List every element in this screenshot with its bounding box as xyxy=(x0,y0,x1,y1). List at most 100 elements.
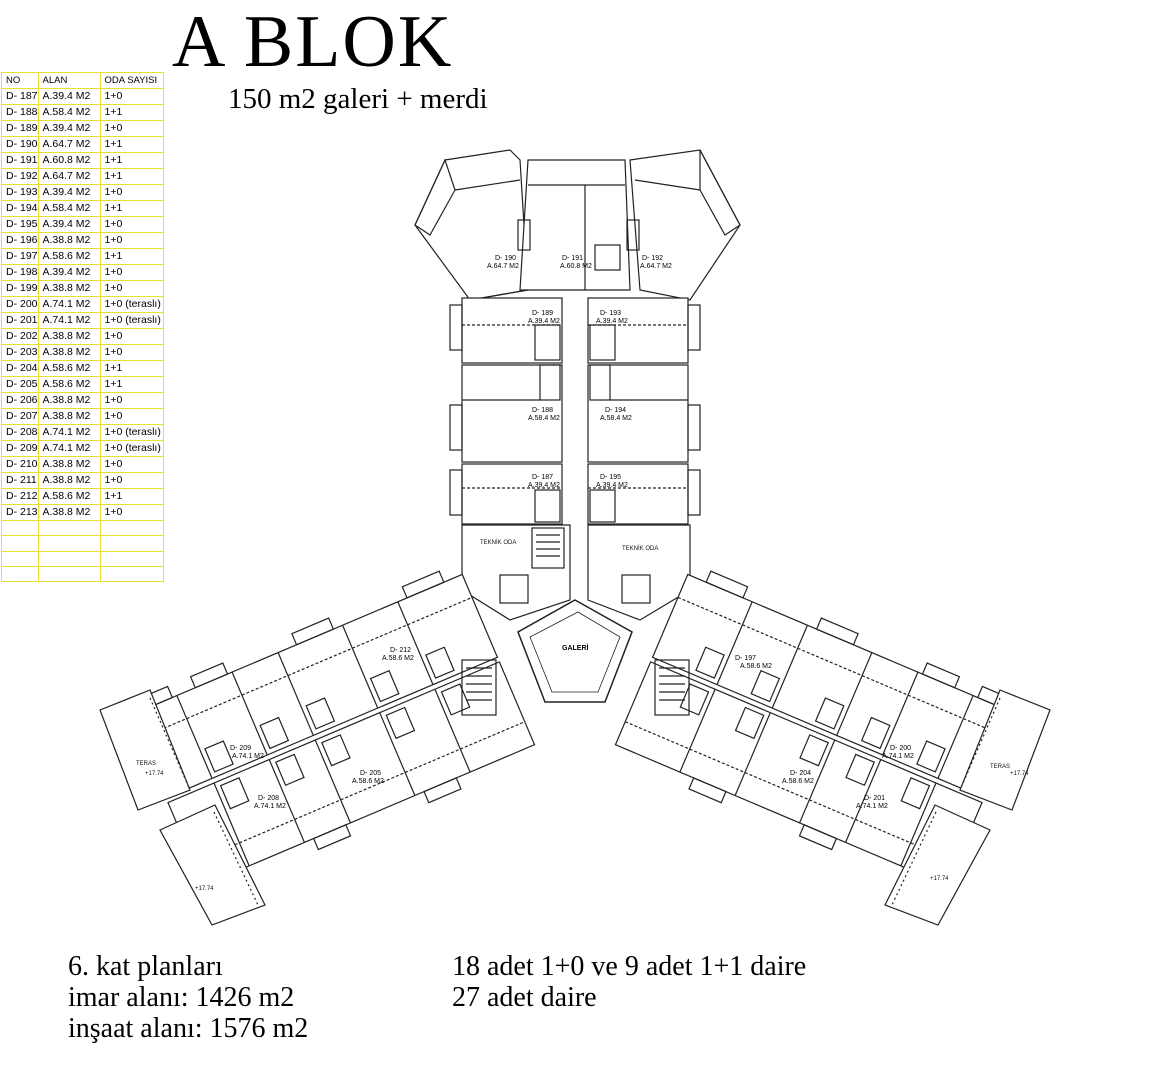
unit-area-cell: A.39.4 M2 xyxy=(37,264,101,281)
unit-d205: D- 205 xyxy=(360,770,381,777)
column-header: ALAN xyxy=(37,72,101,89)
unit-no-cell: D- 208 xyxy=(1,424,39,441)
north-central-units xyxy=(449,297,701,525)
unit-d204-area: A.58.6 M2 xyxy=(782,778,814,785)
unit-d197: D- 197 xyxy=(735,655,756,662)
table-row xyxy=(1,519,164,537)
unit-area-cell: A.58.4 M2 xyxy=(37,104,101,121)
unit-area-cell: A.38.8 M2 xyxy=(37,232,101,249)
unit-area-cell: A.38.8 M2 xyxy=(37,408,101,425)
teknik-oda-right-label: TEKNİK ODA xyxy=(622,545,658,552)
room-count-cell: 1+0 xyxy=(99,392,164,409)
teknik-oda-left-label: TEKNİK ODA xyxy=(480,539,516,546)
room-count-cell: 1+0 (teraslı) xyxy=(99,296,164,313)
unit-area-cell: A.60.8 M2 xyxy=(37,152,101,169)
galeri-label: GALERİ xyxy=(562,644,589,652)
footer-left: 6. kat planları imar alanı: 1426 m2 inşa… xyxy=(68,951,308,1044)
unit-d212-area: A.58.6 M2 xyxy=(382,655,414,662)
level-label-3: +17.74 xyxy=(1010,771,1029,777)
unit-d204: D- 204 xyxy=(790,770,811,777)
east-wing xyxy=(614,570,1020,894)
unit-no-cell xyxy=(1,550,39,567)
unit-area-cell: A.74.1 M2 xyxy=(37,312,101,329)
unit-area-cell: A.74.1 M2 xyxy=(37,440,101,457)
unit-area-cell: A.38.8 M2 xyxy=(37,328,101,345)
room-count-cell xyxy=(99,519,164,537)
core xyxy=(461,524,691,703)
unit-no-cell xyxy=(1,565,39,583)
unit-no-cell xyxy=(1,535,39,552)
unit-d205-area: A.58.6 M2 xyxy=(352,778,384,785)
unit-d188-area: A.58.4 M2 xyxy=(528,415,560,422)
room-count-cell xyxy=(99,550,164,567)
unit-area-cell: A.38.8 M2 xyxy=(37,472,101,489)
unit-area-cell: A.38.8 M2 xyxy=(37,504,101,521)
unit-d194: D- 194 xyxy=(605,407,626,414)
zoning-area-label: imar alanı: 1426 m2 xyxy=(68,982,295,1013)
room-count-cell: 1+0 (teraslı) xyxy=(99,424,164,441)
room-count-cell: 1+0 xyxy=(99,264,164,281)
block-title: A BLOK xyxy=(172,1,454,83)
unit-count-total: 27 adet daire xyxy=(452,982,597,1013)
unit-no-cell: D- 204 xyxy=(1,360,39,377)
unit-area-cell: A.39.4 M2 xyxy=(37,120,101,137)
level-label-1: +17.74 xyxy=(145,771,164,777)
unit-d200: D- 200 xyxy=(890,745,911,752)
unit-no-cell: D- 207 xyxy=(1,408,39,425)
unit-area-cell: A.58.6 M2 xyxy=(37,248,101,265)
unit-no-cell: D- 198 xyxy=(1,264,39,281)
unit-area-cell: A.58.4 M2 xyxy=(37,200,101,217)
room-count-cell: 1+0 xyxy=(99,344,164,361)
teras-right-label: TERAS xyxy=(990,764,1010,770)
unit-area-cell xyxy=(37,565,101,583)
construction-area-label: inşaat alanı: 1576 m2 xyxy=(68,1013,309,1044)
room-count-cell: 1+0 xyxy=(99,328,164,345)
room-count-cell: 1+0 xyxy=(99,120,164,137)
room-count-cell: 1+1 xyxy=(99,104,164,121)
room-count-cell: 1+0 xyxy=(99,472,164,489)
unit-area-cell: A.64.7 M2 xyxy=(37,168,101,185)
unit-d191-area: A.60.8 M2 xyxy=(560,263,592,270)
unit-no-cell: D- 194 xyxy=(1,200,39,217)
unit-no-cell: D- 202 xyxy=(1,328,39,345)
table-row xyxy=(1,535,164,552)
room-count-cell: 1+0 xyxy=(99,456,164,473)
unit-count-breakdown: 18 adet 1+0 ve 9 adet 1+1 daire xyxy=(452,951,807,982)
unit-no-cell: D- 203 xyxy=(1,344,39,361)
unit-no-cell: D- 211 xyxy=(1,472,39,489)
unit-no-cell: D- 188 xyxy=(1,104,39,121)
unit-d212: D- 212 xyxy=(390,647,411,654)
unit-d193-area: A.39.4 M2 xyxy=(596,318,628,325)
unit-area-cell: A.38.8 M2 xyxy=(37,344,101,361)
room-count-cell: 1+1 xyxy=(99,168,164,185)
unit-d190-area: A.64.7 M2 xyxy=(487,263,519,270)
floor-plan-label: 6. kat planları xyxy=(68,951,223,982)
room-count-cell: 1+0 xyxy=(99,408,164,425)
unit-area-cell: A.38.8 M2 xyxy=(37,280,101,297)
unit-d192: D- 192 xyxy=(642,255,663,262)
unit-no-cell: D- 212 xyxy=(1,488,39,505)
unit-no-cell: D- 206 xyxy=(1,392,39,409)
unit-d208-area: A.74.1 M2 xyxy=(254,803,286,810)
room-count-cell: 1+1 xyxy=(99,376,164,393)
unit-d209-area: A.74.1 M2 xyxy=(232,753,264,760)
unit-d197-area: A.58.6 M2 xyxy=(740,663,772,670)
unit-area-cell: A.58.6 M2 xyxy=(37,360,101,377)
